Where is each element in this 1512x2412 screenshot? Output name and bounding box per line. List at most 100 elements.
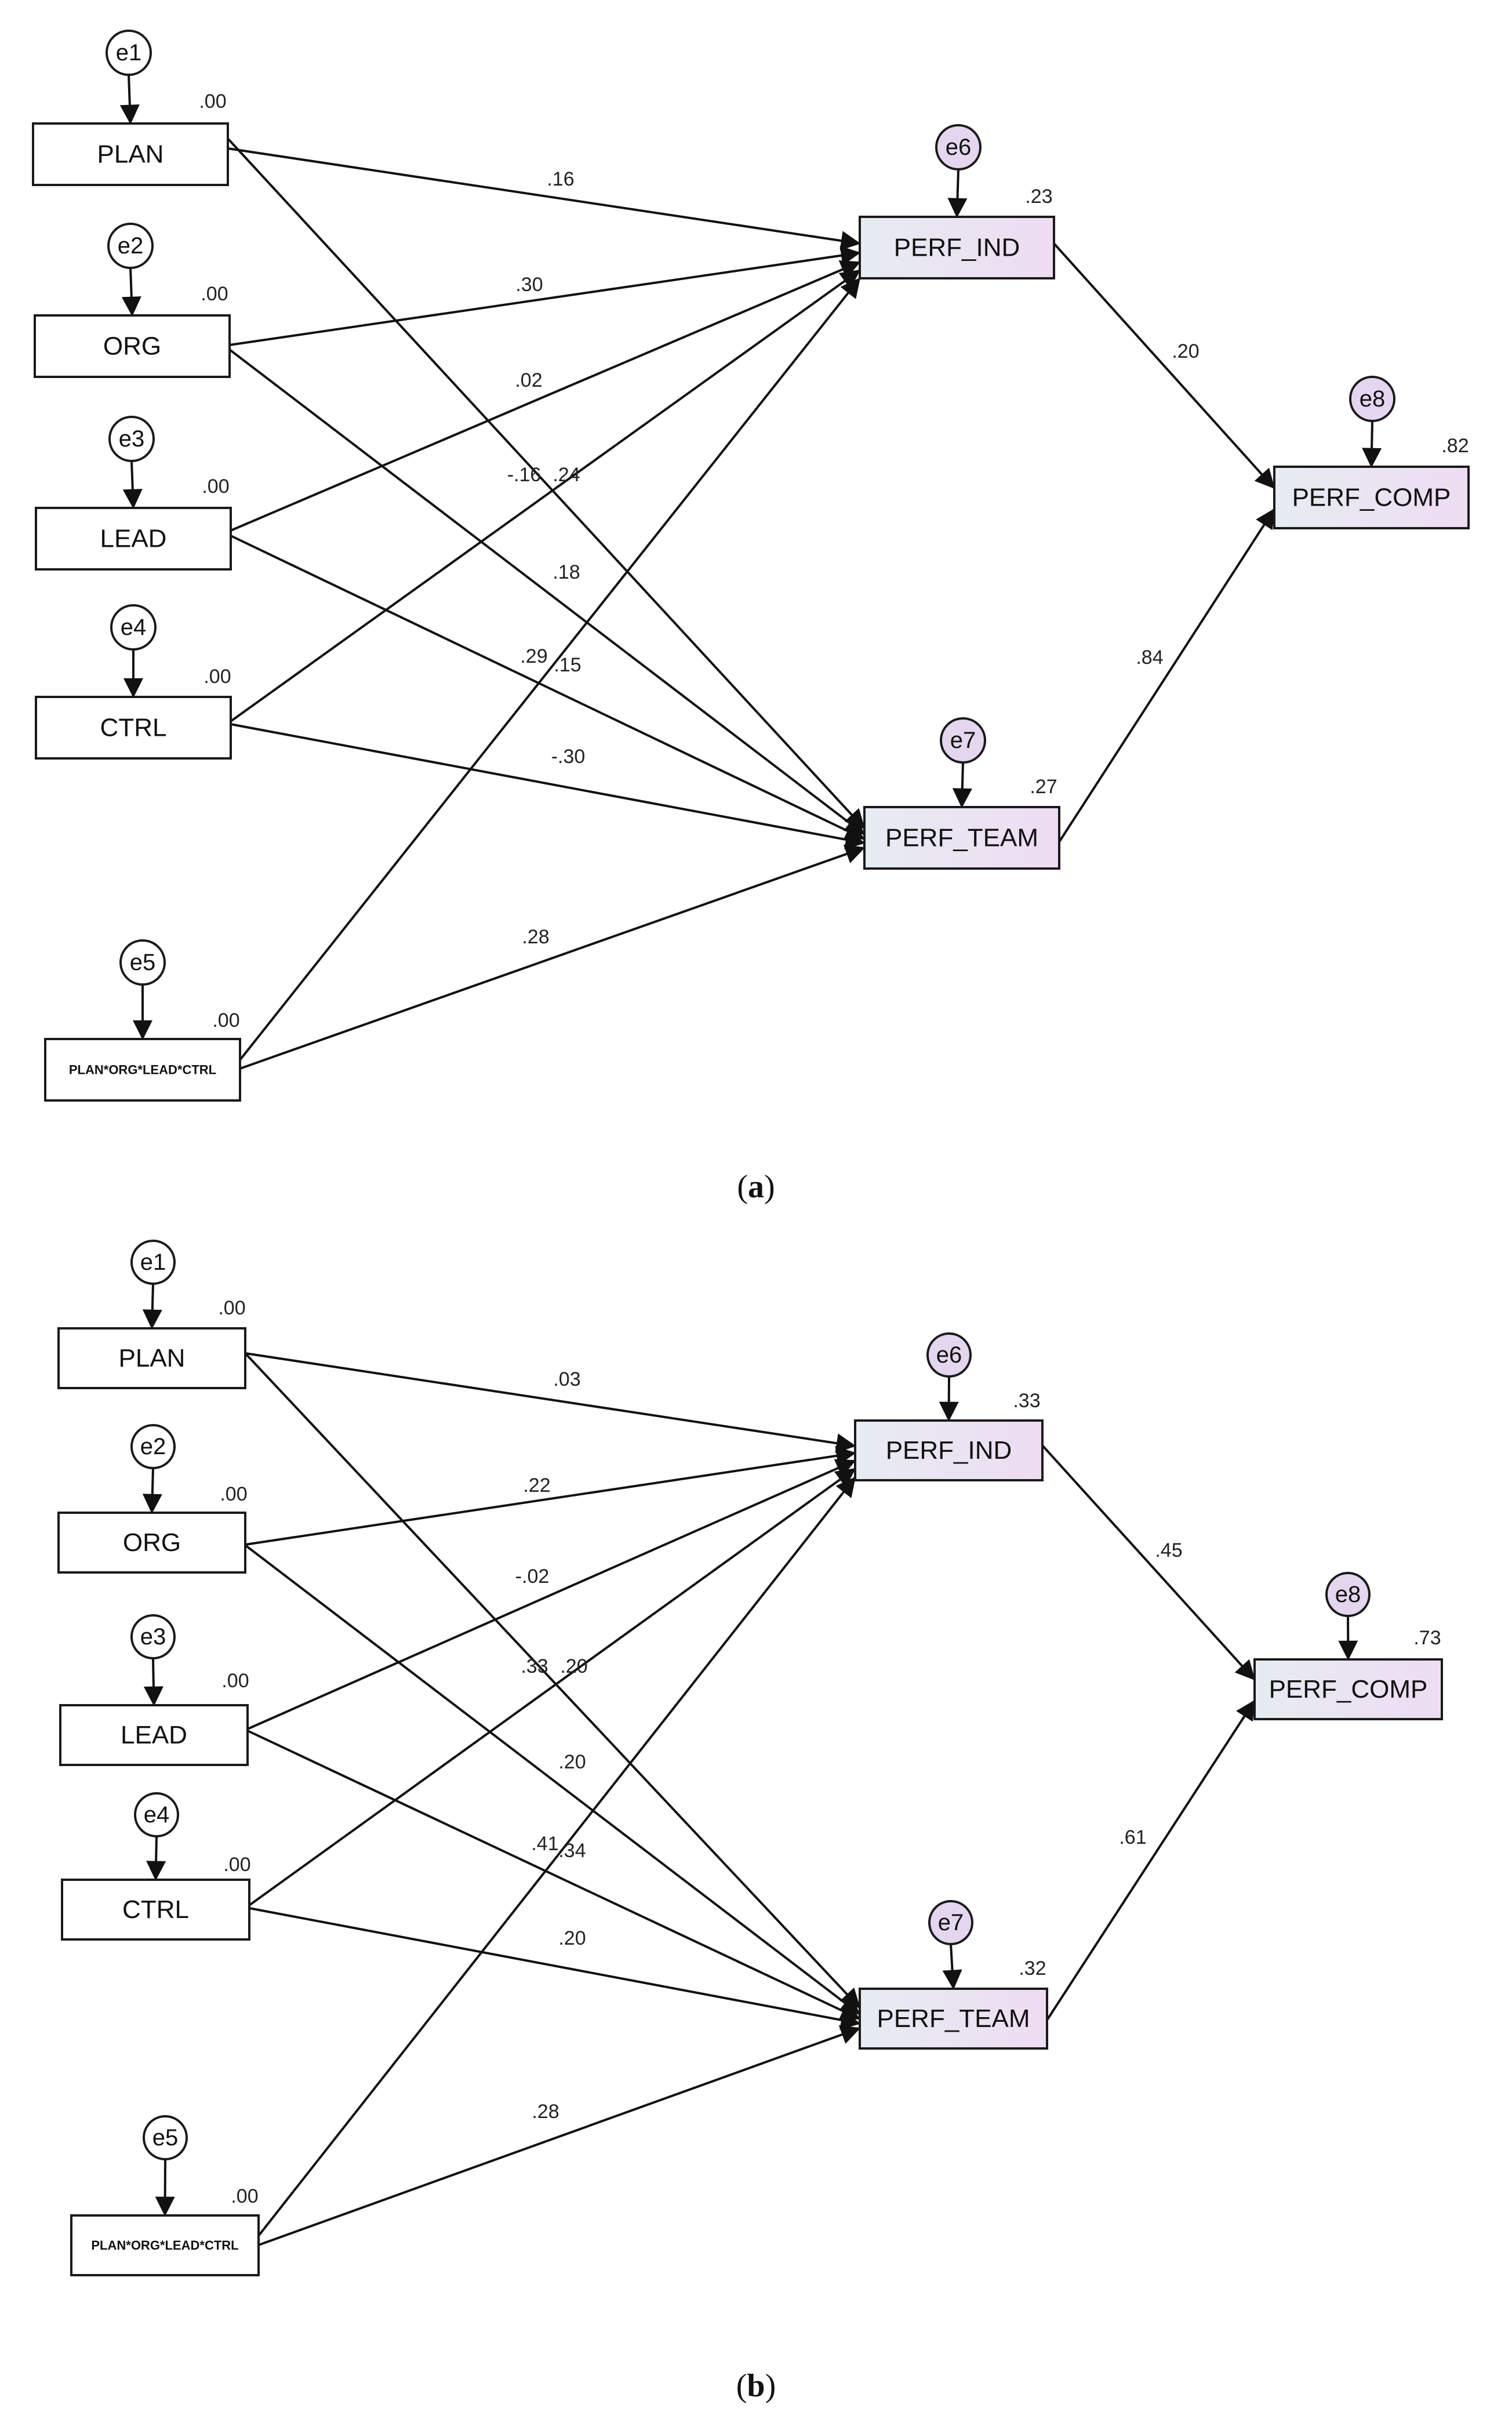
panel-b: .03.22-.02.33.20.20.41.34.20.28.45.61e1P… [57,1240,1443,2404]
path-arrow-ctrl-team [230,723,866,849]
node-box-inter [44,1038,241,1102]
error-term-lead [108,416,155,462]
path-arrow-team-comp [1058,508,1275,843]
path-arrow-org-team [244,1544,861,2015]
error-label-plan: e1 [116,40,142,66]
node-box-perf-comp [1253,1658,1443,1720]
path-arrow-org-team [228,348,866,836]
r2-label-perf-team: .32 [1019,1957,1046,1979]
path-arrow-ctrl-ind [248,1467,856,1906]
path-arrow-ctrl-ind [230,269,861,722]
coef-label-plan-team: .18 [553,561,580,583]
error-term-inter [119,939,166,986]
path-arrow-inter-team [258,2025,861,2246]
coef-label-lead-team: -.30 [551,746,586,768]
node-box-perf-ind [859,216,1055,279]
path-arrow-lead-ind [247,1459,856,1730]
path-arrow-inter-ind [257,1476,856,2237]
path-arrow-inter-ind [239,277,861,1061]
r2-label-perf-ind: .33 [1013,1390,1040,1412]
path-arrow-ctrl-team [249,1907,861,2030]
coef-label-inter-team: .28 [532,2101,559,2123]
node-label-lead: LEAD [100,525,167,553]
path-arrow-plan-ind [245,1352,856,1453]
error-label-inter: e5 [152,2125,179,2151]
node-label-perf-comp: PERF_COMP [1269,1675,1428,1703]
error-term-lead [130,1614,176,1659]
r2-label-ctrl: .00 [223,1854,250,1876]
path-arrow-ind-comp [1053,242,1275,489]
panel-caption: (b) [736,2368,776,2404]
error-arrow-perf-team [942,1944,962,1990]
panel-caption: (a) [737,1169,775,1205]
node-box-plan [32,122,229,186]
node-box-ctrl [61,1879,250,1941]
node-box-ctrl [35,696,232,760]
caption-letter: a [748,1169,764,1205]
r2-label-lead: .00 [221,1670,249,1692]
coef-label-ctrl-team: .20 [558,1927,586,1949]
node-box-org [57,1512,246,1574]
coef-label-inter-team: .28 [522,926,549,948]
error-label-perf-ind: e6 [936,1342,962,1368]
r2-label-org: .00 [220,1483,247,1505]
node-label-org: ORG [103,332,161,361]
r2-label-perf-comp: .82 [1441,435,1469,457]
path-arrow-plan-ind [227,147,861,251]
error-arrow-plan [119,74,140,125]
coef-label-team-comp: .61 [1119,1826,1146,1848]
r2-label-plan: .00 [199,90,226,112]
error-term-perf-ind [935,124,982,170]
error-arrow-ctrl [146,1836,166,1881]
node-label-ctrl: CTRL [100,714,167,742]
node-label-lead: LEAD [121,1721,187,1749]
path-arrow-org-ind [245,1445,856,1546]
path-arrow-plan-team [244,1352,861,2009]
error-term-ctrl [134,1792,179,1837]
error-term-plan [130,1240,176,1285]
node-box-lead [35,507,232,571]
node-label-perf-team: PERF_TEAM [877,2004,1030,2033]
node-box-inter [70,2214,260,2276]
error-arrow-lead [143,1658,163,1706]
r2-label-inter: .00 [231,2185,258,2207]
coef-label-plan-ind: .16 [547,168,574,190]
error-label-org: e2 [140,1434,166,1459]
error-label-perf-team: e7 [938,1910,964,1935]
error-label-perf-comp: e8 [1335,1582,1361,1607]
r2-label-plan: .00 [218,1297,245,1319]
path-arrow-plan-team [227,137,866,830]
error-term-perf-ind [926,1332,972,1378]
path-arrow-inter-team [239,844,866,1070]
error-arrow-org [142,1467,162,1514]
coef-label-ind-comp: .20 [1172,340,1199,362]
error-arrow-org [121,267,141,317]
caption-open: ( [736,2368,747,2404]
r2-label-ctrl: .00 [203,666,231,688]
error-arrow-perf-team [952,762,972,808]
error-term-plan [106,30,152,76]
error-term-inter [143,2115,188,2160]
error-term-perf-team [928,1900,973,1945]
error-label-plan: e1 [140,1249,166,1275]
node-label-perf-comp: PERF_COMP [1292,484,1451,512]
node-label-plan: PLAN [119,1344,186,1372]
error-arrow-perf-comp [1338,1615,1358,1661]
coef-label-org-team: .41 [531,1833,558,1855]
coef-label-inter-ind: .24 [553,464,580,486]
r2-label-perf-ind: .23 [1025,186,1052,208]
node-label-perf-ind: PERF_IND [894,234,1020,262]
node-box-perf-team [863,806,1060,870]
panel-a: .16.30.02-.16.24.18.29-.30.15.28.20.84e1… [32,30,1470,1205]
path-arrow-org-ind [229,245,861,346]
path-arrow-lead-ind [230,260,861,532]
coef-label-plan-team: .20 [558,1751,586,1773]
node-box-plan [57,1327,246,1389]
error-term-org [130,1424,176,1469]
coef-label-org-ind: .30 [515,274,543,296]
error-term-perf-team [940,717,986,764]
path-arrow-ind-comp [1041,1444,1256,1681]
caption-close: ) [764,1169,775,1205]
error-label-org: e2 [118,233,144,259]
